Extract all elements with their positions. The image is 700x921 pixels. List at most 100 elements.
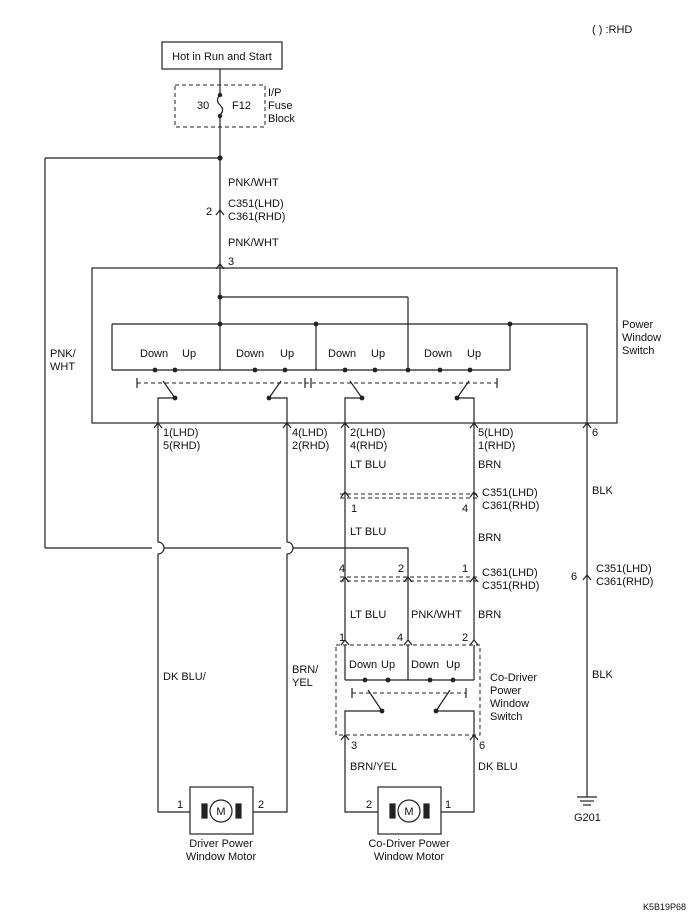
cds-up-label-1: Up [381, 659, 395, 671]
power-source-label: Hot in Run and Start [172, 51, 272, 63]
top-connector-name-1: C351(LHD) [228, 198, 284, 210]
co-driver-motor-label-2: Window Motor [374, 851, 445, 863]
dk-blu-wire [157, 423, 165, 805]
cds-pin-top-left: 1 [339, 632, 345, 644]
top-wire-color-above: PNK/WHT [228, 177, 279, 189]
cds-label-2: Power [490, 685, 522, 697]
pws-label-2: Window [622, 332, 661, 344]
rhd-note: ( ) :RHD [592, 24, 632, 36]
co-driver-motor-pin-right: 1 [445, 799, 451, 811]
switch3-up-label: Up [371, 348, 385, 360]
cds-pin-top-right: 2 [462, 632, 468, 644]
pnk-wht-crossover-wire [45, 547, 409, 570]
mid2-name-1: C361(LHD) [482, 567, 538, 579]
cds-pin-bottom-left: 3 [351, 740, 357, 752]
co-driver-motor-pin-left: 2 [366, 799, 372, 811]
pws-pin6-label: 6 [592, 427, 598, 439]
co-driver-motor-label-1: Co-Driver Power [368, 838, 450, 850]
fuse-symbol [216, 94, 224, 116]
brn-yel-wire-label-1: BRN/ [292, 664, 319, 676]
switch2-up-label: Up [280, 348, 294, 360]
cds-label-3: Window [490, 698, 529, 710]
cds-down-label-2: Down [411, 659, 439, 671]
lt-blu-wire-label: LT BLU [350, 459, 386, 471]
pws-label-3: Switch [622, 345, 654, 357]
mid1-pin-right: 4 [462, 503, 468, 515]
pws-pin2-label-1: 4(LHD) [292, 427, 327, 439]
driver-motor-label-2: Window Motor [186, 851, 257, 863]
pws-pin3-label-1: 2(LHD) [350, 427, 385, 439]
cds-wire-bottom-right: DK BLU [478, 761, 518, 773]
ground-connector-name-2: C361(RHD) [596, 576, 653, 588]
dk-blu-wire-label: DK BLU/ [163, 671, 207, 683]
mid1-wire-left: LT BLU [350, 526, 386, 538]
driver-motor-icon [209, 799, 233, 823]
connector-c351-top-mark [215, 209, 225, 216]
mid1-pin-left: 1 [351, 503, 357, 515]
cds-pin-bottom-right: 6 [479, 740, 485, 752]
switch-pin3-label: 3 [228, 256, 234, 268]
mid2-wire-right: BRN [478, 609, 501, 621]
pws-pin4-label-2: 1(RHD) [478, 440, 515, 452]
fuse-number: 30 [197, 100, 209, 112]
ground-connector-name-1: C351(LHD) [596, 563, 652, 575]
switch3-blade [349, 380, 363, 399]
cds-blade-2 [435, 689, 451, 712]
cds-up-label-2: Up [446, 659, 460, 671]
top-connector-pin: 2 [206, 206, 212, 218]
top-wire-color-below: PNK/WHT [228, 237, 279, 249]
cds-down-label-1: Down [349, 659, 377, 671]
switch4-up-label: Up [467, 348, 481, 360]
ground-wire-label-2: BLK [592, 669, 613, 681]
switch1-up-label: Up [182, 348, 196, 360]
brn-wire-label: BRN [478, 459, 501, 471]
driver-motor-pin-left: 1 [177, 799, 183, 811]
brn-yel-wire-label-2: YEL [292, 677, 313, 689]
top-connector-name-2: C361(RHD) [228, 211, 285, 223]
switch1-down-label: Down [140, 348, 168, 360]
pws-pin3-label-2: 4(RHD) [350, 440, 387, 452]
left-wire-color-1: PNK/ [50, 348, 77, 360]
mid1-wire-right: BRN [478, 532, 501, 544]
fuse-block-label-2: Fuse [268, 100, 292, 112]
driver-motor-box [189, 786, 254, 835]
switch1-blade [162, 380, 176, 399]
driver-motor-label-1: Driver Power [189, 838, 253, 850]
switch-pin3-mark [215, 263, 225, 270]
cds-pin-top-mid: 4 [397, 632, 403, 644]
driver-motor-pin-right: 2 [258, 799, 264, 811]
pws-label-1: Power [622, 319, 654, 331]
left-wire-color-2: WHT [50, 361, 75, 373]
pws-pin1-label-1: 1(LHD) [163, 427, 198, 439]
co-driver-motor-symbol: M [404, 806, 413, 818]
mid2-pin-right: 1 [462, 563, 468, 575]
co-driver-motor-box [377, 786, 442, 835]
switch2-blade [268, 380, 282, 399]
fuse-block-label-1: I/P [268, 87, 281, 99]
ground-wire-label-1: BLK [592, 485, 613, 497]
fuse-block-label-3: Block [268, 113, 295, 125]
co-driver-motor-icon [397, 799, 421, 823]
mid2-pin-mid: 2 [398, 563, 404, 575]
ground-connector-pin: 6 [571, 571, 577, 583]
switch2-down-label: Down [236, 348, 264, 360]
mid2-wire-mid: PNK/WHT [411, 609, 462, 621]
diagram-code: K5B19P68 [643, 902, 686, 912]
brn-yel-wire [286, 423, 294, 805]
cds-blade-1 [367, 689, 383, 712]
pws-pin1-label-2: 5(RHD) [163, 440, 200, 452]
switch4-blade [456, 380, 470, 399]
switch3-down-label: Down [328, 348, 356, 360]
power-window-switch-box [91, 267, 618, 424]
switch4-down-label: Down [424, 348, 452, 360]
mid2-wire-left: LT BLU [350, 609, 386, 621]
cds-wire-bottom-left: BRN/YEL [350, 761, 397, 773]
pws-pin4-label-1: 5(LHD) [478, 427, 513, 439]
ground-icon [577, 796, 597, 806]
mid1-name-1: C351(LHD) [482, 487, 538, 499]
cds-label-1: Co-Driver [490, 672, 537, 684]
pws-pin2-label-2: 2(RHD) [292, 440, 329, 452]
ground-label: G201 [574, 812, 601, 824]
